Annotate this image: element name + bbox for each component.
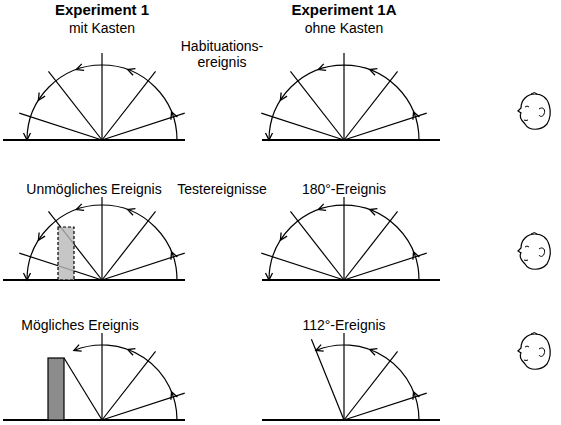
screen-position [261,113,344,140]
screen-position [343,333,344,420]
screen-position [344,211,398,280]
screen-position [344,351,398,420]
screen-position [102,211,156,280]
screen-position [64,358,102,420]
caption-label: Experiment 1 [53,2,151,18]
arrow-head [128,209,136,216]
screen-position [48,71,102,140]
screen-position [261,253,344,280]
arrow-head [76,64,84,71]
screen-position [101,53,102,140]
floor-line [3,279,185,281]
screen-position [290,71,344,140]
screen-position [344,253,427,280]
screen-position [101,333,102,420]
floor-line [262,139,440,141]
screen-position [102,71,156,140]
screen-position [343,53,344,140]
arrow-head [413,392,419,400]
floor-line [262,419,440,421]
caption-label: 112°-Ereignis [300,317,387,333]
arrow-head [171,112,177,120]
screen-position [102,351,156,420]
arrow-head [318,64,326,71]
arrow-head [413,252,419,260]
rotation-arc [27,65,177,140]
screen-position [290,211,344,280]
arrow-head [370,69,378,76]
arrow-head [266,133,273,140]
screen-position [19,113,102,140]
rotation-arc [27,205,177,280]
floor-line [262,279,440,281]
floor-line [3,139,185,141]
arrow-head [24,273,31,280]
arrow-head [76,204,84,211]
screen-position [48,211,102,280]
box [48,358,64,420]
caption-label: Mögliches Ereignis [19,317,141,333]
screen-position [102,113,185,140]
hidden-box [58,227,74,280]
screen-position [343,193,344,280]
screen-position [311,339,344,420]
arrow-head [280,232,287,240]
rotation-arc [269,65,419,140]
screen-position [102,393,185,420]
infant-head [518,333,550,370]
arrow-head [266,273,273,280]
screen-position [344,113,427,140]
infant-head [518,93,550,130]
screen-position [102,253,185,280]
arrow-head [370,349,378,356]
screen-position [344,71,398,140]
arrow-head [128,349,136,356]
screen-position [101,193,102,280]
caption-label: Habituations- ereignis [172,38,272,70]
caption-label: Unmögliches Ereignis [24,181,163,197]
rotation-arc [74,345,177,420]
arrow-head [280,92,287,100]
arrow-head [316,345,324,351]
arrow-head [24,133,31,140]
caption-label: Testereignisse [175,181,269,197]
rotation-arc [269,205,419,280]
arrow-head [38,92,45,100]
arrow-head [370,209,378,216]
floor-line [3,419,185,421]
arrow-head [171,252,177,260]
screen-position [344,393,427,420]
arrow-head [128,69,136,76]
caption-label: mit Kasten [67,20,137,36]
arrow-head [413,112,419,120]
arrow-head [318,204,326,211]
caption-label: Experiment 1A [289,2,398,18]
caption-label: 180°-Ereignis [300,181,388,197]
infant-head [518,233,550,270]
caption-label: ohne Kasten [303,20,386,36]
arrow-head [74,345,82,351]
rotation-arc [316,345,419,420]
arrow-head [171,392,177,400]
arrow-head [38,232,45,240]
